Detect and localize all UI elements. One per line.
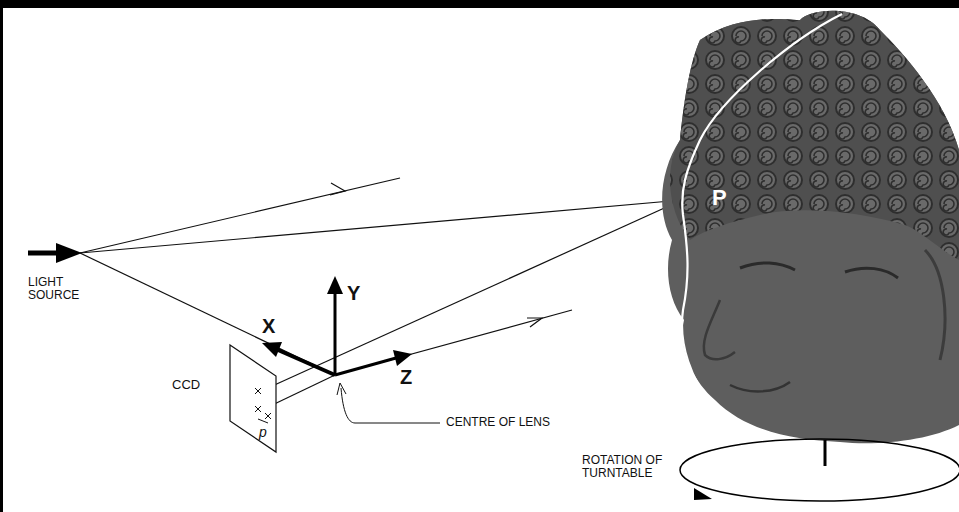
ccd-label: CCD	[172, 378, 200, 392]
axis-label: Y	[347, 282, 360, 304]
light-source-label: LIGHT SOURCE	[28, 276, 100, 302]
surface-point-label: P	[712, 186, 727, 210]
image-point-label: p	[259, 425, 267, 440]
lens-label: CENTRE OF LENS	[446, 416, 550, 429]
axis-label: Z	[400, 366, 412, 388]
turntable-label: ROTATION OF TURNTABLE	[582, 454, 682, 480]
axis-label: X	[262, 315, 275, 337]
